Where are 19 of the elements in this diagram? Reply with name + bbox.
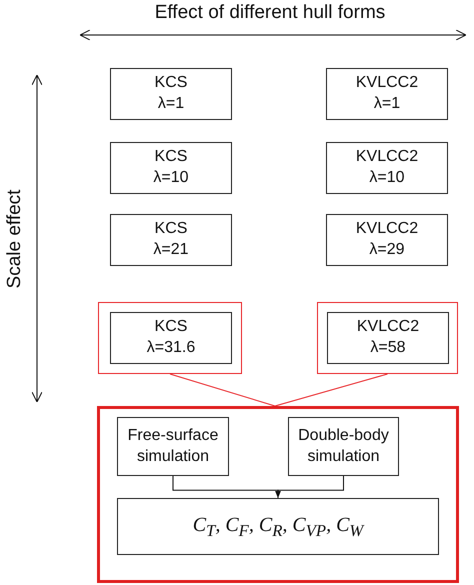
connector [170,374,276,406]
highlight-frame [98,302,242,374]
process-box: KCS λ=1 [110,68,232,120]
formula-box: C$_{T}$, C$_{F}$, C$_{R}$, C$_{VP}$, C$_{W}$ [117,498,439,555]
connector [275,476,344,498]
process-box: KVLCC2 λ=58 [327,312,449,364]
process-box: KVLCC2 λ=10 [326,142,448,194]
process-box: Double-body simulation [288,417,399,476]
axis-label: Scale effect [4,188,26,290]
process-box: KVLCC2 λ=29 [326,214,448,266]
process-box: KCS λ=10 [110,142,232,194]
connector [274,374,388,406]
group-frame [97,406,459,583]
process-box: KVLCC2 λ=1 [326,68,448,120]
title: Effect of different hull forms [154,2,386,24]
process-box: Free-surface simulation [117,417,229,476]
process-box: KCS λ=31.6 [110,312,232,364]
highlight-frame [317,302,458,374]
process-box: KCS λ=21 [110,214,232,266]
